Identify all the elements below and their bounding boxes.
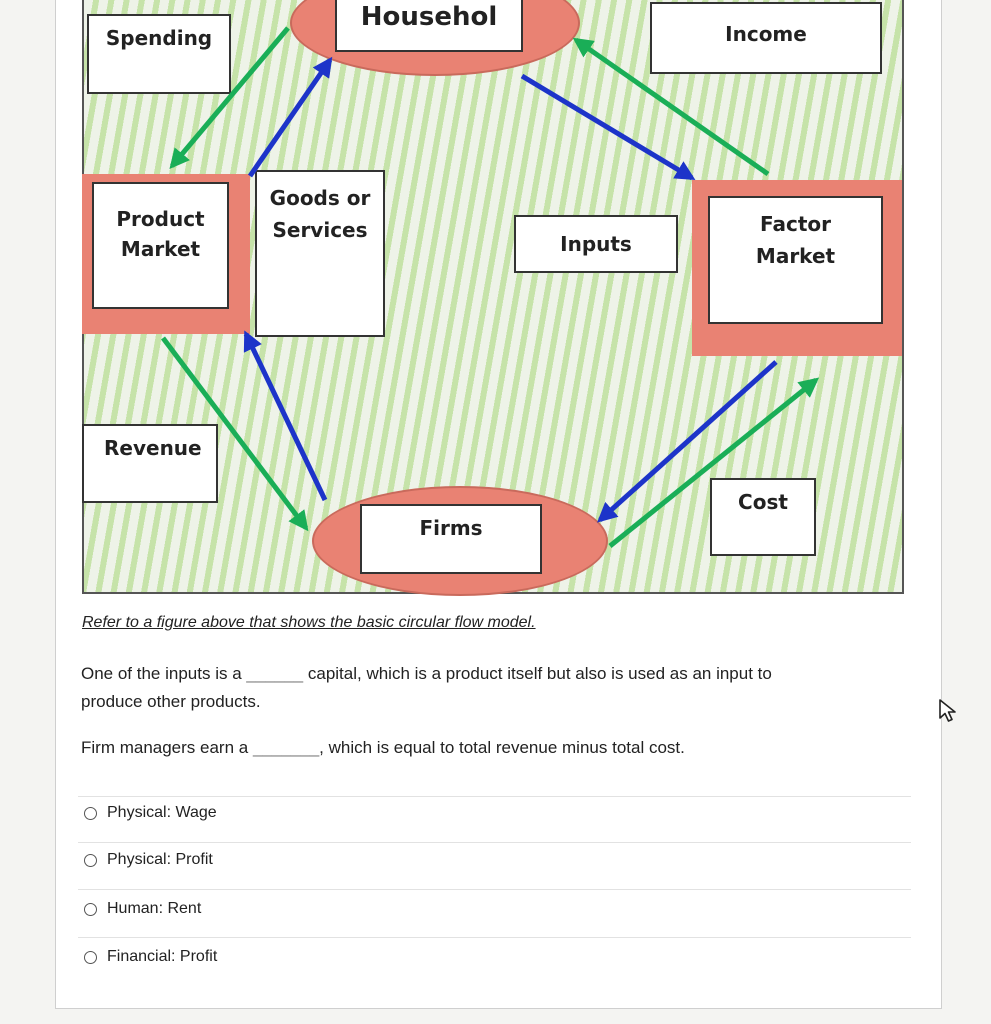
option-label: Physical: Profit	[107, 851, 213, 868]
line3-blank: _______	[252, 738, 320, 757]
question-heading: Refer to a figure above that shows the b…	[82, 614, 536, 631]
line1-pre: One of the inputs is a	[81, 664, 242, 683]
option-financial-profit[interactable]: Financial: Profit	[84, 948, 217, 966]
line3-post: , which is equal to total revenue minus …	[319, 738, 685, 757]
option-label: Financial: Profit	[107, 948, 218, 965]
option-label: Human: Rent	[107, 900, 202, 917]
radio-icon[interactable]	[84, 806, 97, 820]
option-physical-wage[interactable]: Physical: Wage	[84, 804, 217, 822]
divider	[78, 889, 911, 890]
circular-flow-diagram	[82, 0, 904, 594]
question-line-3: Firm managers earn a _______, which is e…	[81, 734, 685, 762]
option-physical-profit[interactable]: Physical: Profit	[84, 851, 213, 869]
radio-icon[interactable]	[84, 950, 97, 964]
radio-icon[interactable]	[84, 853, 97, 867]
question-line-2: produce other products.	[81, 692, 261, 711]
divider	[78, 842, 911, 843]
mouse-pointer-icon	[938, 698, 960, 729]
option-label: Physical: Wage	[107, 804, 217, 821]
divider	[78, 796, 911, 797]
option-human-rent[interactable]: Human: Rent	[84, 900, 201, 918]
line1-post: capital, which is a product itself but a…	[307, 664, 772, 683]
divider	[78, 937, 911, 938]
line3-pre: Firm managers earn a	[81, 738, 249, 757]
radio-icon[interactable]	[84, 902, 97, 916]
line1-blank: ______	[246, 664, 304, 683]
question-line-1: One of the inputs is a ______ capital, w…	[81, 660, 772, 688]
